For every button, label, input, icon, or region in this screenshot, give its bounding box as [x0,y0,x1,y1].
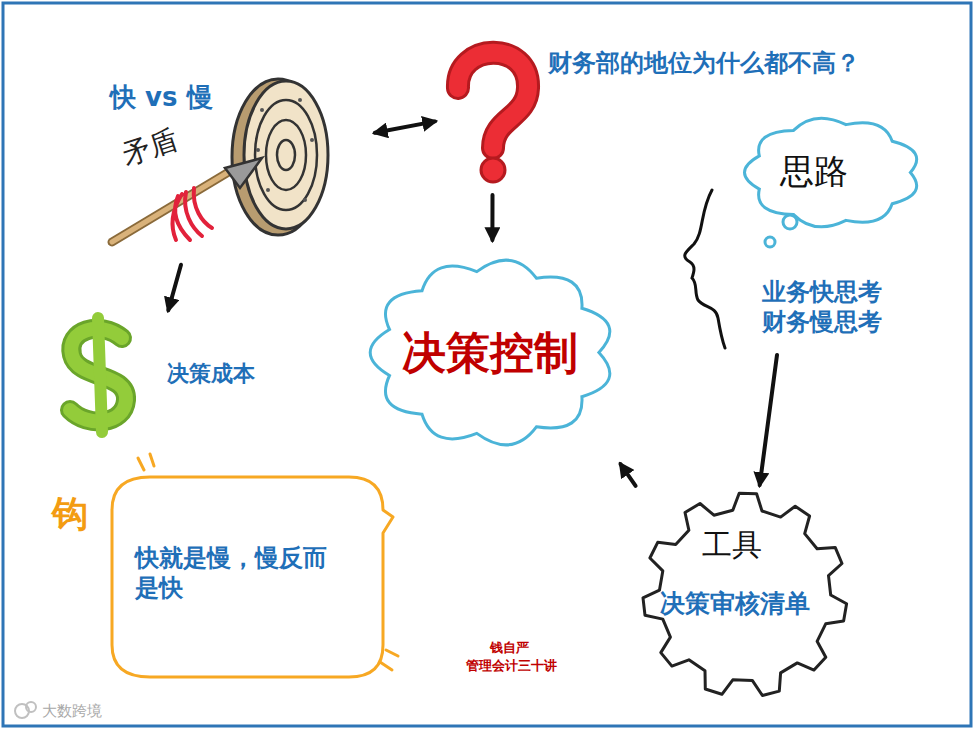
watermark-icon [15,702,36,718]
cloud-node: 决策控制 [355,245,629,460]
speech-bubble-shape [50,465,395,687]
head-profile [685,190,725,348]
node-body: 矛盾 [118,122,182,173]
gear-outline [643,493,847,695]
gear-node: 工具决策审核清单 [630,490,860,700]
node-heading: 决策成本 [167,360,255,388]
node-heading: 快 vs 慢 [110,81,213,114]
arrow-connector [375,121,435,132]
author: 钱自严 [490,640,529,656]
node-body: 决策审核清单 [660,588,810,619]
target [232,79,328,235]
thought-node: 思路业务快思考 财务慢思考 [700,105,935,350]
arrow-connector [490,195,494,240]
frame [3,3,971,726]
arrow-connector [168,265,181,310]
spear [112,158,262,242]
thought-cloud-outline [745,118,917,227]
arrow-connector [621,464,636,486]
arrow-connector [760,355,777,485]
node-heading: 决策控制 [355,325,625,380]
thought-bubbles [765,215,797,247]
node-heading: 钩 [52,491,88,536]
speech-bubble-outline [112,477,393,677]
node-heading: 财务部的地位为什么都不高？ [548,48,860,78]
figure-node: 快 vs 慢矛盾 [100,75,370,260]
question-mark [458,53,528,182]
figure-node: 决策成本 [55,315,259,435]
dollar-sign [70,318,126,432]
node-body: 快就是慢，慢反而是快 [135,543,340,603]
series-name: 管理会计三十讲 [466,658,557,674]
node-body: 业务快思考 财务慢思考 [762,277,902,337]
bubble-node: 钩快就是慢，慢反而是快 [50,465,395,687]
node-heading: 思路 [780,150,848,193]
node-heading: 工具 [702,526,762,564]
watermark: 大数跨境 [42,702,102,720]
